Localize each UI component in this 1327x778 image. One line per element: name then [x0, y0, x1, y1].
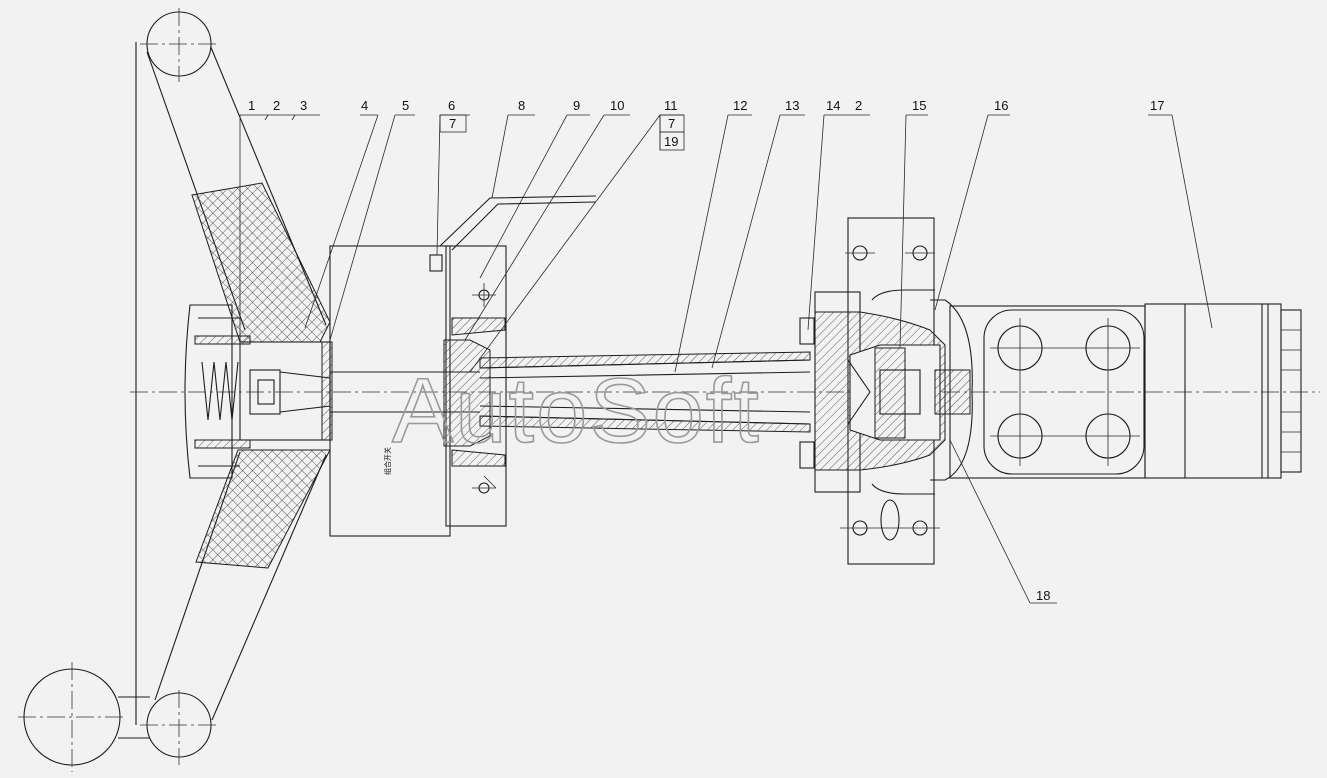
- callout-10: 10: [610, 98, 624, 113]
- callout-11-sub-2: 19: [664, 134, 678, 149]
- component-note: 组合开关: [383, 447, 392, 475]
- callout-6: 6: [448, 98, 455, 113]
- callout-13: 13: [785, 98, 799, 113]
- callout-4: 4: [361, 98, 368, 113]
- callout-17: 17: [1150, 98, 1164, 113]
- leader-lines: [239, 114, 1213, 604]
- callout-1: 1: [248, 98, 255, 113]
- callout-6-sub: 7: [449, 116, 456, 131]
- watermark: AutoSoft: [392, 360, 761, 462]
- callout-11: 11: [664, 98, 678, 113]
- callout-3: 3: [300, 98, 307, 113]
- callout-16: 16: [994, 98, 1008, 113]
- steering-gear: [949, 303, 1302, 479]
- lower-coupling: [799, 217, 973, 565]
- callout-15: 15: [912, 98, 926, 113]
- callout-12: 12: [733, 98, 747, 113]
- steering-shaft: [330, 351, 811, 433]
- callout-18: 18: [1036, 588, 1050, 603]
- callout-9: 9: [573, 98, 580, 113]
- callout-2b: 2: [855, 98, 862, 113]
- callout-labels: 1 2 3 4 5 6 7 8 9 10 11 7 19 12 13 14 2 …: [248, 98, 1164, 603]
- callout-11-sub-1: 7: [668, 116, 675, 131]
- wheel-hub: [184, 304, 333, 479]
- callout-5: 5: [402, 98, 409, 113]
- steering-wheel: [18, 8, 331, 772]
- callout-2a: 2: [273, 98, 280, 113]
- callout-14: 14: [826, 98, 840, 113]
- combination-switch: 组合开关: [329, 195, 597, 537]
- callout-8: 8: [518, 98, 525, 113]
